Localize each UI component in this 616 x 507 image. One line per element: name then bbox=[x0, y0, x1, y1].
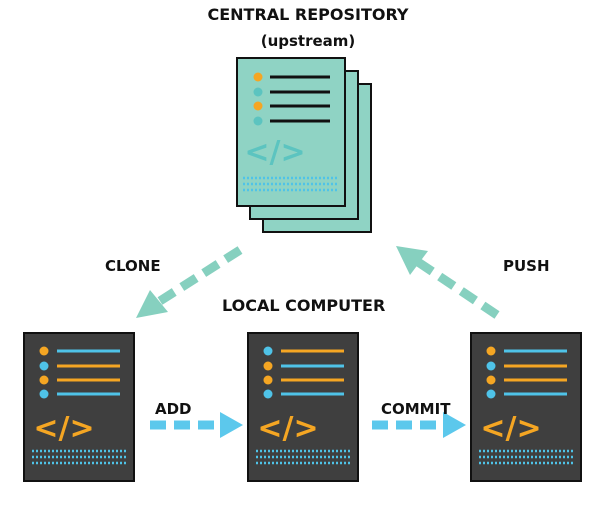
code-icon: </> bbox=[480, 411, 541, 446]
central-repository-icon: </> bbox=[236, 57, 372, 233]
code-icon: </> bbox=[257, 411, 318, 446]
upstream-subtitle: (upstream) bbox=[260, 32, 356, 50]
commit-label: COMMIT bbox=[381, 400, 451, 418]
push-label: PUSH bbox=[503, 257, 550, 275]
local-document-middle-icon: </> bbox=[247, 332, 359, 482]
add-label: ADD bbox=[155, 400, 192, 418]
clone-arrow bbox=[136, 246, 243, 318]
add-arrow bbox=[150, 412, 243, 438]
push-arrow bbox=[396, 246, 500, 319]
local-document-right-icon: </> bbox=[470, 332, 582, 482]
commit-arrow bbox=[372, 412, 466, 438]
code-icon: </> bbox=[244, 135, 305, 170]
central-repository-title: CENTRAL REPOSITORY bbox=[207, 5, 409, 24]
local-document-left-icon: </> bbox=[23, 332, 135, 482]
code-icon: </> bbox=[33, 411, 94, 446]
clone-label: CLONE bbox=[105, 257, 161, 275]
local-computer-label: LOCAL COMPUTER bbox=[222, 296, 386, 315]
